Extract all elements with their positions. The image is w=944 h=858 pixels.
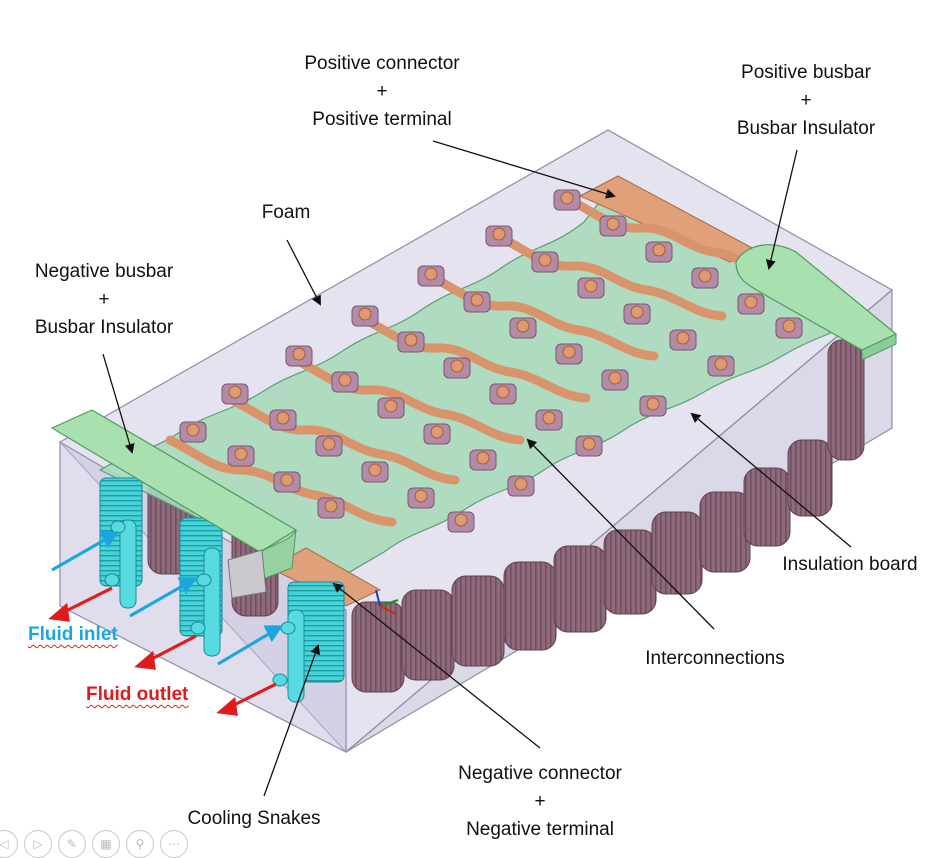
label-fluid-inlet: Fluid inlet [28, 624, 118, 646]
play-icon[interactable]: ▷ [24, 830, 52, 858]
fluid-outlet-text: Fluid outlet [86, 684, 189, 705]
fluid-outlet-arrows [48, 586, 277, 716]
cooling-snakes [99, 477, 345, 703]
fluid-inlet-text: Fluid inlet [28, 624, 118, 645]
label-line: Negative terminal [466, 819, 614, 840]
label-insulation-board: Insulation board [764, 551, 936, 579]
zoom-icon[interactable]: ⚲ [126, 830, 154, 858]
cell-terminals [179, 189, 803, 533]
slideshow-toolbar: ◁ ▷ ✎ ▦ ⚲ ⋯ [0, 830, 188, 858]
pen-icon[interactable]: ✎ [58, 830, 86, 858]
label-plus: + [98, 289, 110, 310]
label-positive-busbar: Positive busbar + Busbar Insulator [716, 59, 896, 143]
negative-busbar [50, 409, 298, 599]
label-line: Interconnections [645, 648, 785, 669]
back-icon[interactable]: ◁ [0, 830, 18, 858]
more-icon[interactable]: ⋯ [160, 830, 188, 858]
label-line: Insulation board [782, 554, 918, 575]
label-line: Positive busbar [741, 62, 871, 83]
label-cooling-snakes: Cooling Snakes [174, 805, 334, 833]
label-line: Positive connector [304, 53, 460, 74]
label-plus: + [376, 81, 388, 102]
label-line: Busbar Insulator [736, 118, 876, 139]
positive-busbar [735, 244, 898, 361]
label-fluid-outlet: Fluid outlet [86, 684, 188, 706]
fluid-inlet-arrows [51, 531, 283, 666]
label-line: Positive terminal [312, 109, 452, 130]
label-line: Foam [261, 202, 311, 223]
label-line: Negative busbar [34, 261, 174, 282]
label-line: Negative connector [458, 763, 622, 784]
slides-icon[interactable]: ▦ [92, 830, 120, 858]
callout-leaders [102, 140, 852, 797]
label-positive-connector: Positive connector + Positive terminal [282, 50, 482, 134]
label-line: Busbar Insulator [34, 317, 174, 338]
label-foam: Foam [246, 199, 326, 227]
label-plus: + [534, 791, 546, 812]
cell-row [147, 339, 865, 693]
label-negative-busbar: Negative busbar + Busbar Insulator [14, 258, 194, 342]
label-negative-connector: Negative connector + Negative terminal [434, 760, 646, 844]
label-interconnections: Interconnections [626, 645, 804, 673]
label-plus: + [800, 90, 812, 111]
label-line: Cooling Snakes [187, 808, 321, 829]
